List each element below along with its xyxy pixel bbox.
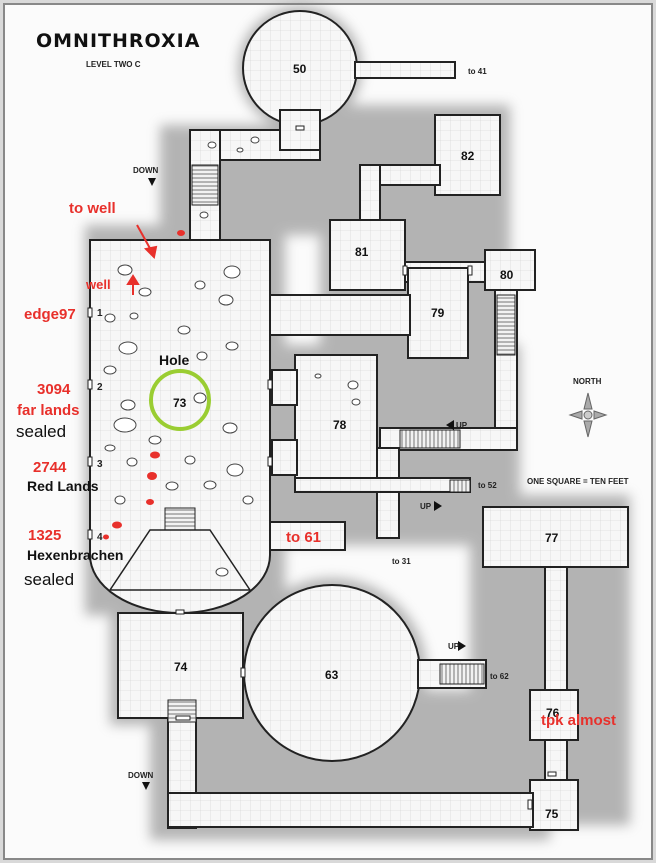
rubble-layer (103, 136, 361, 577)
up-label-1: UP (456, 421, 468, 430)
note-tpk-almost: tpk almost (541, 712, 617, 729)
hole-circle (149, 369, 211, 431)
to-41-label: to 41 (468, 67, 487, 76)
note-red-lands: Red Lands (27, 478, 99, 494)
small-arrows (142, 178, 466, 790)
note-to-61: to 61 (286, 529, 322, 546)
compass-rose-icon (568, 392, 608, 438)
door-1-label: 1 (97, 308, 103, 319)
red-arrows (126, 224, 158, 295)
room-79-label: 79 (431, 306, 445, 320)
room-50-label: 50 (293, 62, 307, 76)
room-73-label: 73 (173, 396, 187, 410)
note-well: well (86, 277, 111, 292)
map-title: OMNITHROXIA (36, 30, 201, 52)
room-74-label: 74 (174, 660, 188, 674)
note-sealed-1: sealed (16, 422, 67, 441)
pit-structure (108, 529, 252, 591)
door-2-label: 2 (97, 382, 103, 393)
room-77-label: 77 (545, 531, 559, 545)
room-82-label: 82 (461, 149, 475, 163)
note-far-lands: far lands (17, 402, 80, 419)
note-hexenbrachen: Hexenbrachen (27, 547, 124, 563)
red-marks (103, 230, 185, 540)
room-78-label: 78 (333, 418, 347, 432)
room-63-label: 63 (325, 668, 339, 682)
note-to-well: to well (69, 200, 116, 217)
down-label-2: DOWN (128, 771, 154, 780)
room-80-label: 80 (500, 268, 514, 282)
to-62-label: to 62 (490, 672, 509, 681)
to-52-label: to 52 (478, 481, 497, 490)
map-subtitle: LEVEL TWO C (86, 60, 141, 69)
note-1325: 1325 (28, 527, 62, 544)
down-label-1: DOWN (133, 166, 159, 175)
note-edge97: edge97 (24, 306, 76, 323)
stairs-layer (164, 164, 516, 723)
note-3094: 3094 (37, 381, 71, 398)
doors-layer (87, 125, 557, 810)
north-label: NORTH (573, 377, 602, 386)
scale-label: ONE SQUARE = TEN FEET (527, 477, 629, 486)
room-75-label: 75 (545, 807, 559, 821)
up-label-2: UP (420, 502, 432, 511)
to-31-label: to 31 (392, 557, 411, 566)
note-hole: Hole (159, 352, 190, 368)
note-sealed-2: sealed (24, 570, 75, 589)
door-3-label: 3 (97, 459, 103, 470)
rooms-layer (89, 10, 629, 831)
door-4-label: 4 (97, 532, 103, 543)
room-81-label: 81 (355, 245, 369, 259)
up-label-3: UP (448, 642, 460, 651)
note-2744: 2744 (33, 459, 67, 476)
room-76-label: 76 (546, 706, 560, 720)
